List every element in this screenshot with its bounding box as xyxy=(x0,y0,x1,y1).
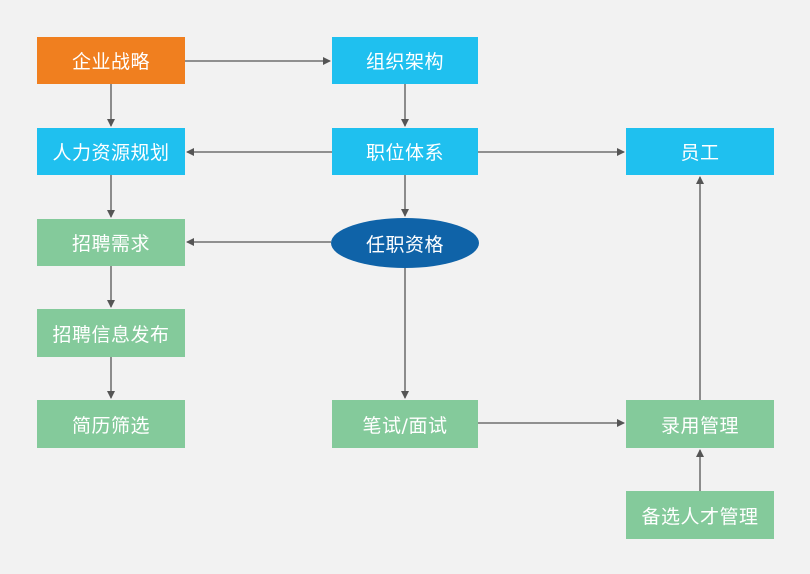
node-label: 职位体系 xyxy=(365,142,444,164)
node-label: 任职资格 xyxy=(365,233,444,256)
node-resume-screening: 简历筛选 xyxy=(37,400,185,448)
node-label: 笔试/面试 xyxy=(362,414,448,437)
node-org-structure: 组织架构 xyxy=(332,37,478,84)
node-label: 录用管理 xyxy=(660,414,739,437)
node-employee: 员工 xyxy=(626,128,774,175)
node-corporate-strategy: 企业战略 xyxy=(37,37,185,84)
node-written-interview: 笔试/面试 xyxy=(332,400,478,448)
node-label: 组织架构 xyxy=(365,51,444,73)
node-label: 企业战略 xyxy=(71,51,150,73)
node-hr-planning: 人力资源规划 xyxy=(37,128,185,175)
node-hiring-management: 录用管理 xyxy=(626,400,774,448)
node-job-system: 职位体系 xyxy=(332,128,478,175)
node-qualification: 任职资格 xyxy=(331,218,479,268)
node-label: 人力资源规划 xyxy=(52,142,170,164)
node-label: 招聘需求 xyxy=(71,233,150,255)
node-label: 员工 xyxy=(680,142,720,164)
node-recruitment-demand: 招聘需求 xyxy=(37,219,185,266)
node-label: 招聘信息发布 xyxy=(52,323,170,346)
node-label: 简历筛选 xyxy=(71,414,150,437)
node-recruitment-publish: 招聘信息发布 xyxy=(37,309,185,357)
node-label: 备选人才管理 xyxy=(641,505,759,528)
node-talent-pool: 备选人才管理 xyxy=(626,491,774,539)
